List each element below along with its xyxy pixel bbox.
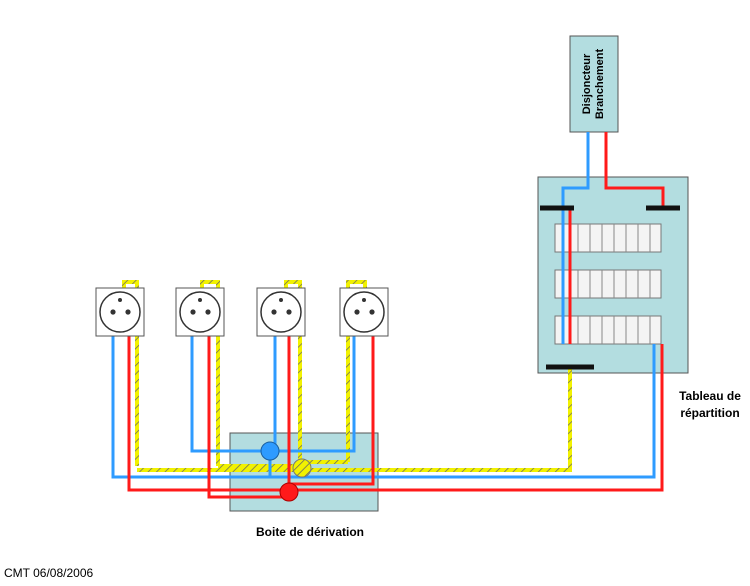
socket-1	[95, 287, 145, 337]
socket-4	[339, 287, 389, 337]
tableau-label-line2: répartition	[680, 406, 740, 420]
tableau-label: Tableau de répartition	[670, 388, 750, 422]
phase-socket-2	[207, 311, 289, 499]
socket-3	[256, 287, 306, 337]
phase-socket-1	[127, 311, 289, 492]
breaker-row-3	[554, 315, 662, 345]
credit-label: CMT 06/08/2006	[4, 566, 94, 580]
neutral-connector	[260, 441, 280, 461]
earth-bus	[137, 366, 572, 472]
neutral-socket-4	[270, 311, 356, 453]
socket-2	[175, 287, 225, 337]
neutral-socket-1	[111, 311, 270, 479]
disjoncteur-label-line2: Branchement	[594, 48, 606, 120]
breaker-row-2	[554, 269, 662, 299]
disjoncteur-label-line1: Disjoncteur	[581, 53, 593, 115]
supply-neutral-wire	[561, 132, 590, 208]
supply-phase-wire	[604, 132, 665, 208]
phase-return	[289, 344, 664, 492]
boite-label: Boite de dérivation	[255, 525, 365, 539]
disjoncteur-label: Disjoncteur Branchement	[570, 36, 618, 132]
phase-connector	[279, 482, 299, 502]
tableau-label-line1: Tableau de	[679, 389, 741, 403]
neutral-return	[268, 344, 656, 479]
phase-socket-4	[289, 311, 375, 486]
breaker-row-1	[554, 223, 662, 253]
neutral-socket-2	[190, 311, 270, 453]
earth-connector	[292, 458, 312, 478]
disjoncteur-box	[569, 35, 619, 133]
